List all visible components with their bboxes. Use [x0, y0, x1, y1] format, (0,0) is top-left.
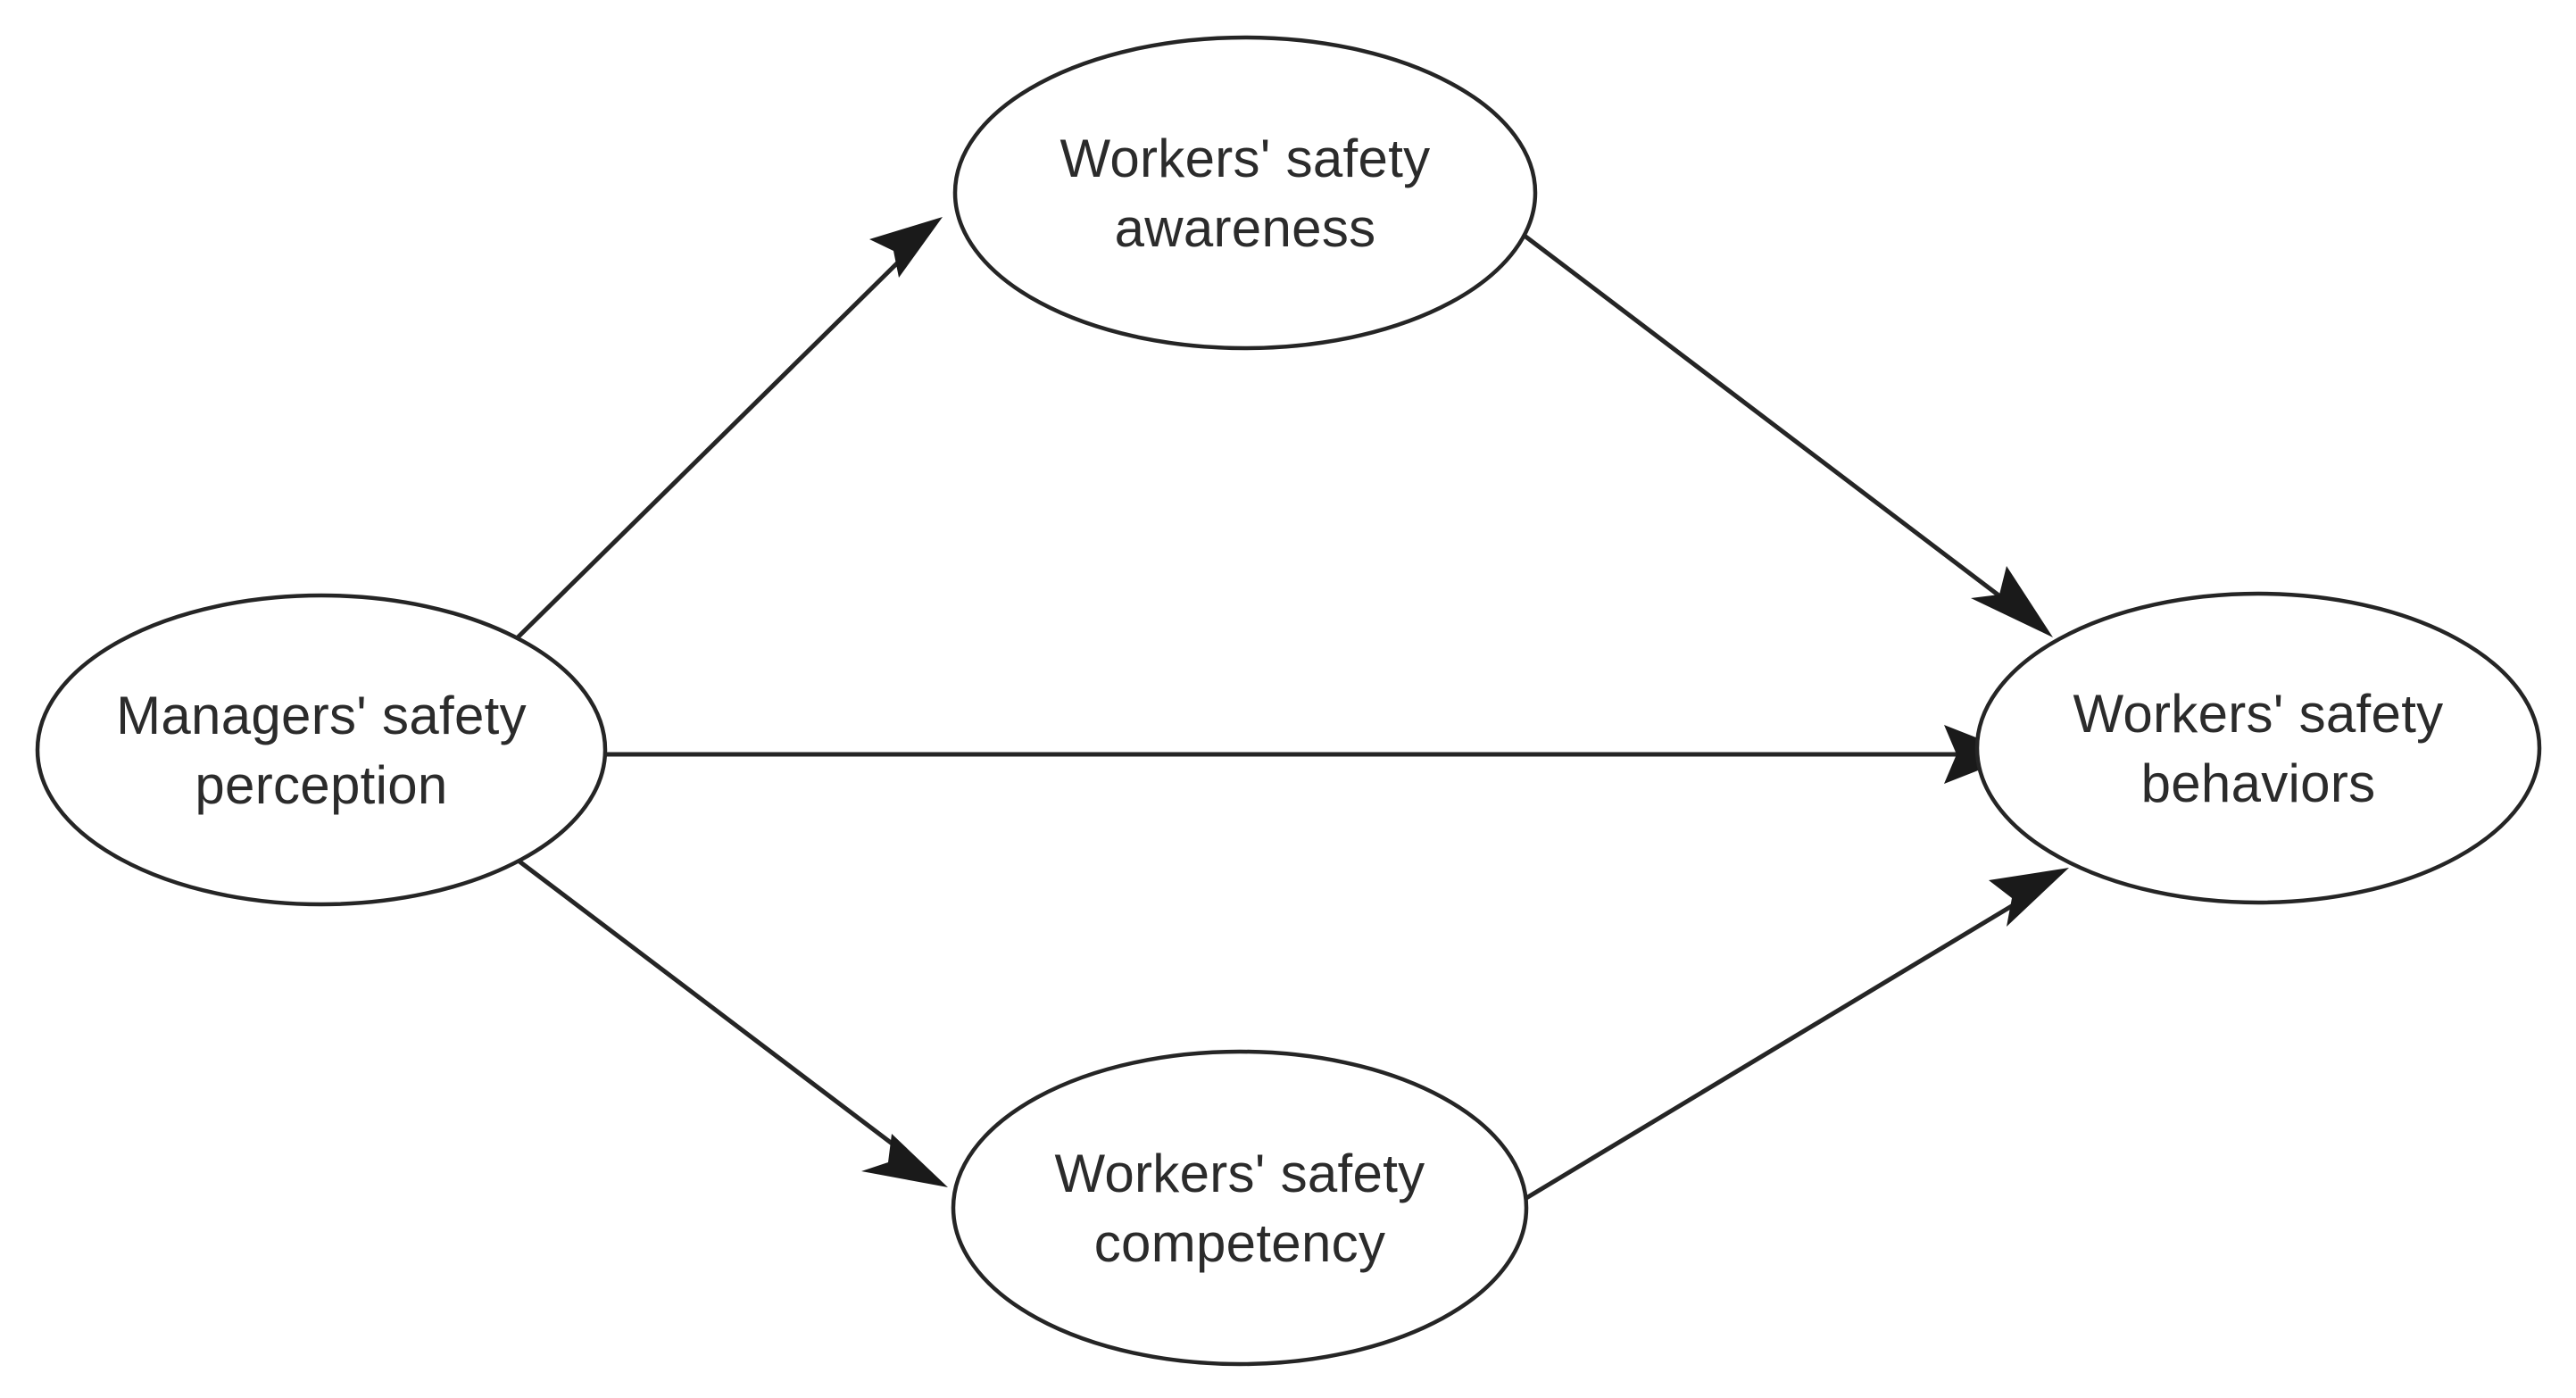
edge-perception-to-behaviors [603, 725, 2019, 784]
edge-line-perception-to-awareness [514, 255, 905, 641]
node-workers-safety-competency[interactable]: Workers' safety competency [951, 1049, 1529, 1367]
arrow-head-perception-to-competency [861, 1134, 948, 1187]
arrow-head-awareness-to-behaviors [1971, 566, 2053, 637]
edge-perception-to-competency [514, 857, 948, 1187]
ellipse-workers-safety-awareness[interactable] [952, 35, 1538, 351]
ellipse-workers-safety-behaviors[interactable] [1974, 591, 2542, 905]
edge-competency-to-behaviors [1516, 868, 2069, 1206]
ellipse-workers-safety-competency[interactable] [951, 1049, 1529, 1367]
label-workers-safety-awareness-line2: awareness [1115, 198, 1376, 258]
edge-line-perception-to-competency [514, 857, 900, 1150]
ellipse-managers-safety-perception[interactable] [35, 593, 608, 907]
arrow-head-perception-to-awareness [869, 217, 943, 278]
node-managers-safety-perception[interactable]: Managers' safety perception [35, 593, 608, 907]
edge-perception-to-awareness [514, 217, 943, 641]
label-workers-safety-awareness-line1: Workers' safety [1060, 129, 1431, 188]
label-workers-safety-behaviors-line2: behaviors [2141, 753, 2376, 813]
label-workers-safety-competency-line2: competency [1094, 1213, 1386, 1273]
label-workers-safety-competency-line1: Workers' safety [1055, 1144, 1425, 1203]
node-workers-safety-behaviors[interactable]: Workers' safety behaviors [1974, 591, 2542, 905]
label-managers-safety-perception-line1: Managers' safety [116, 686, 527, 745]
edge-line-awareness-to-behaviors [1516, 229, 2007, 602]
arrow-head-competency-to-behaviors [1989, 868, 2069, 927]
node-workers-safety-awareness[interactable]: Workers' safety awareness [952, 35, 1538, 351]
edge-line-competency-to-behaviors [1516, 899, 2021, 1206]
label-workers-safety-behaviors-line1: Workers' safety [2073, 684, 2444, 744]
edge-awareness-to-behaviors [1516, 229, 2053, 637]
label-managers-safety-perception-line2: perception [195, 755, 447, 815]
